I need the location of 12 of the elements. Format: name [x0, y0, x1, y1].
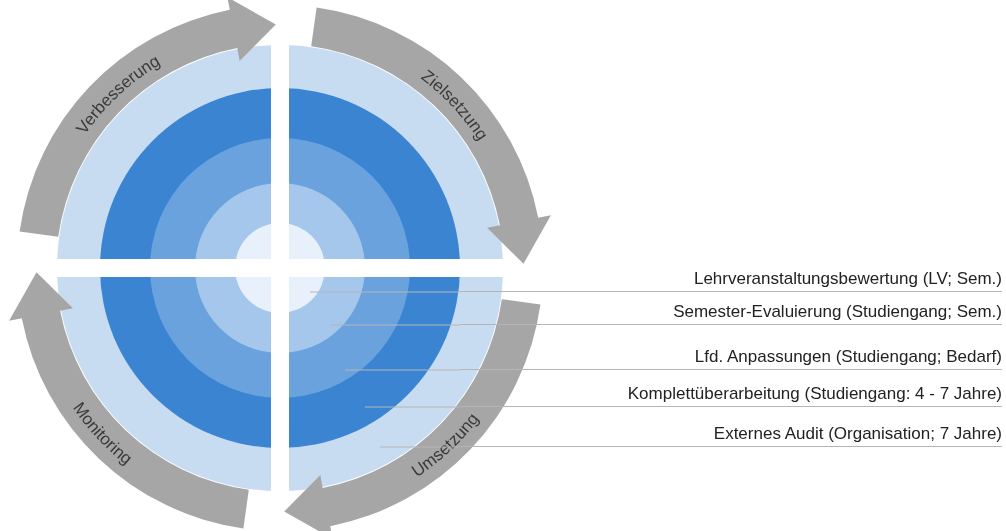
leader-line	[344, 369, 461, 371]
cycle-arrow	[19, 0, 276, 237]
leader-label: Komplettüberarbeitung (Studiengang: 4 - 7 Jahre)	[460, 383, 1002, 407]
leader-line	[309, 291, 461, 293]
leader-line	[329, 324, 461, 326]
leader-line	[364, 406, 461, 408]
cycle-arrow	[9, 272, 249, 529]
leader-label: Semester-Evaluierung (Studiengang; Sem.)	[460, 301, 1002, 325]
cycle-arrow	[284, 299, 541, 531]
leader-label: Lehrveranstaltungsbewertung (LV; Sem.)	[460, 268, 1002, 292]
cycle-arrow	[311, 7, 551, 264]
leader-label: Lfd. Anpassungen (Studiengang; Bedarf)	[460, 346, 1002, 370]
